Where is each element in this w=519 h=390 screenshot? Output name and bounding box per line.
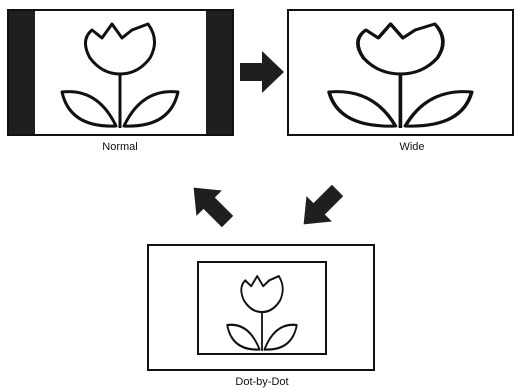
normal-label: Normal xyxy=(102,141,137,153)
arrow-up-left-icon xyxy=(193,187,234,228)
arrow-down-left-icon xyxy=(303,184,344,225)
dot-by-dot-label: Dot-by-Dot xyxy=(235,376,288,388)
dot-by-dot-panel: Dot-by-Dot xyxy=(147,244,375,388)
normal-right-side-bar xyxy=(206,11,232,134)
wide-panel: Wide xyxy=(287,9,514,153)
wide-label: Wide xyxy=(399,141,424,153)
normal-left-side-bar xyxy=(9,11,35,134)
normal-panel: Normal xyxy=(7,9,234,153)
arrow-right-icon xyxy=(240,51,284,93)
